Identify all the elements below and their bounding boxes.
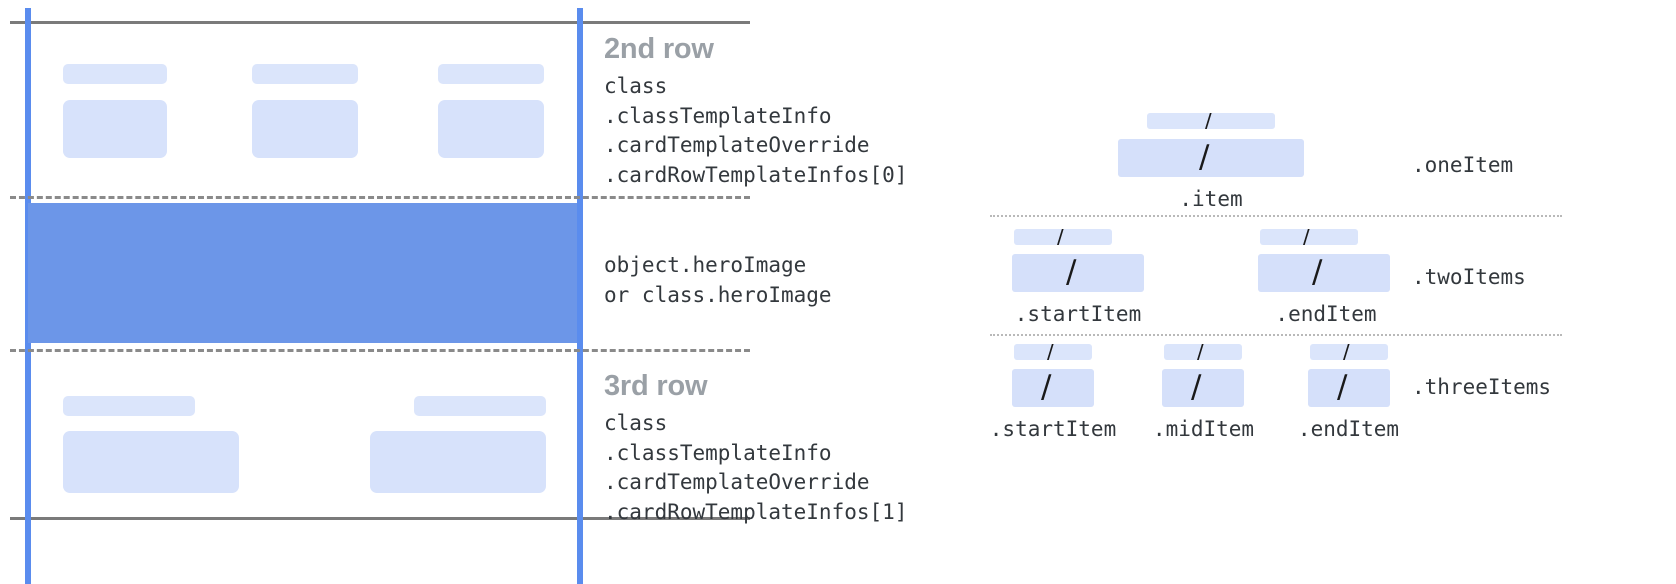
item-bar-main: /: [1308, 369, 1390, 407]
third-row-code: class .classTemplateInfo .cardTemplateOv…: [604, 411, 908, 524]
third-row-placeholders: [0, 349, 577, 517]
second-row-code: class .classTemplateInfo .cardTemplateOv…: [604, 74, 908, 187]
row-item-layouts: / / .item .oneItem / / .startItem / /: [960, 0, 1676, 584]
placeholder-block: [252, 100, 358, 158]
card-top-rule: [10, 21, 750, 24]
slash-glyph: /: [1199, 139, 1210, 175]
item-cell-two-items-start: / / .startItem: [1012, 229, 1144, 329]
item-bar-main: /: [1118, 139, 1304, 177]
third-row-title: 3rd row: [604, 370, 708, 402]
slash-glyph: /: [1066, 254, 1077, 290]
item-caption: .midItem: [1152, 417, 1255, 441]
second-row-placeholders: [0, 0, 577, 196]
row-divider-top: [10, 196, 750, 199]
group-divider-one-two: [990, 215, 1562, 217]
slash-glyph: /: [1057, 229, 1065, 245]
hero-row-code: object.heroImage or class.heroImage: [604, 253, 832, 307]
card-template-mockup: 2nd row class .classTemplateInfo .cardTe…: [0, 0, 908, 584]
slash-glyph: /: [1303, 229, 1311, 245]
item-bar-top: /: [1147, 113, 1275, 129]
item-cell-three-items-mid: / / .midItem: [1153, 344, 1254, 444]
item-cell-two-items-end: / / .endItem: [1258, 229, 1390, 329]
item-cell-one-item: / / .item: [1118, 113, 1304, 213]
second-row-title: 2nd row: [604, 33, 714, 65]
item-caption: .startItem: [989, 417, 1117, 441]
item-bar-main: /: [1258, 254, 1390, 292]
placeholder-block: [370, 431, 546, 493]
card-right-guide: [577, 8, 583, 584]
placeholder-bar: [252, 64, 358, 84]
placeholder-bar: [414, 396, 546, 416]
item-caption: .endItem: [1275, 302, 1377, 326]
item-bar-main: /: [1012, 254, 1144, 292]
group-label-two-items: .twoItems: [1412, 265, 1526, 289]
placeholder-block: [63, 100, 167, 158]
slash-glyph: /: [1041, 369, 1052, 405]
item-cell-three-items-start: / / .startItem: [990, 344, 1116, 444]
slash-glyph: /: [1047, 344, 1055, 360]
item-cell-three-items-end: / / .endItem: [1298, 344, 1399, 444]
slash-glyph: /: [1197, 344, 1205, 360]
slash-glyph: /: [1205, 113, 1213, 129]
group-label-three-items: .threeItems: [1412, 375, 1552, 399]
item-bar-top: /: [1310, 344, 1388, 360]
item-bar-top: /: [1164, 344, 1242, 360]
hero-image-band: [28, 203, 577, 343]
slash-glyph: /: [1337, 369, 1348, 405]
item-caption: .endItem: [1297, 417, 1400, 441]
group-label-one-item: .oneItem: [1412, 153, 1514, 177]
item-bar-top: /: [1014, 229, 1112, 245]
item-bar-top: /: [1014, 344, 1092, 360]
item-bar-main: /: [1162, 369, 1244, 407]
group-divider-two-three: [990, 334, 1562, 336]
slash-glyph: /: [1343, 344, 1351, 360]
placeholder-bar: [63, 64, 167, 84]
item-bar-top: /: [1260, 229, 1358, 245]
placeholder-block: [438, 100, 544, 158]
row-divider-bottom: [10, 349, 750, 352]
slash-glyph: /: [1312, 254, 1323, 290]
item-caption: .item: [1179, 187, 1243, 211]
item-caption: .startItem: [1014, 302, 1142, 326]
placeholder-bar: [63, 396, 195, 416]
item-bar-main: /: [1012, 369, 1094, 407]
placeholder-block: [63, 431, 239, 493]
card-bottom-rule: [10, 517, 750, 520]
placeholder-bar: [438, 64, 544, 84]
slash-glyph: /: [1191, 369, 1202, 405]
